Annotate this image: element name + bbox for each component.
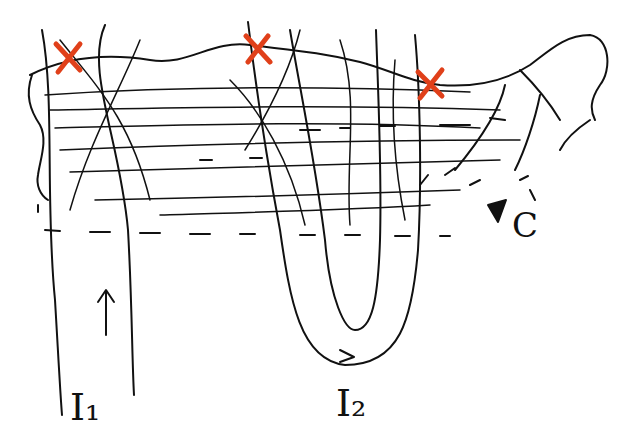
hand-label: C bbox=[512, 208, 538, 242]
hand-label: I₁ bbox=[70, 388, 100, 426]
hand-label: I₂ bbox=[336, 384, 366, 422]
